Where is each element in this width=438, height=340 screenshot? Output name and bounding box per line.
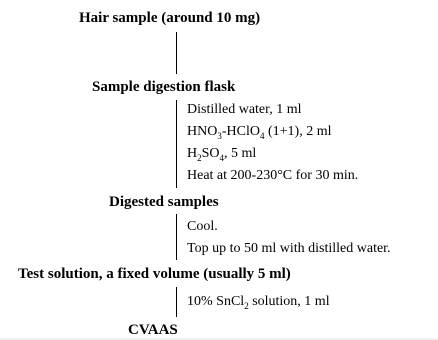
hno3-hclo4-amount: (1+1), 2 ml (264, 124, 332, 139)
step-hair-sample-title: Hair sample (around 10 mg) (79, 10, 261, 26)
h2so4-subscript-4: 4 (219, 152, 225, 163)
note-hno3-hclo4: HNO3-HClO4 (1+1), 2 ml (187, 124, 331, 140)
h2so4-text-h: H (187, 146, 198, 161)
step-cvaas-title: CVAAS (128, 322, 178, 338)
note-sncl2: 10% SnCl2 solution, 1 ml (187, 294, 330, 310)
note-cool: Cool. (187, 219, 218, 234)
connector-line (176, 287, 177, 317)
connector-line (176, 32, 177, 74)
note-top-up: Top up to 50 ml with distilled water. (187, 241, 391, 256)
note-distilled-water: Distilled water, 1 ml (187, 102, 302, 117)
sncl2-subscript: 2 (244, 300, 249, 311)
hno3-text: HNO (187, 124, 218, 139)
step-test-solution-title: Test solution, a fixed volume (usually 5… (18, 266, 291, 282)
h2so4-amount: , 5 ml (224, 146, 257, 161)
step-digestion-flask-title: Sample digestion flask (92, 79, 236, 95)
sncl2-amount: solution, 1 ml (248, 294, 330, 309)
h2so4-subscript-2: 2 (197, 152, 202, 163)
connector-line (176, 100, 177, 188)
sncl2-text: 10% SnCl (187, 294, 245, 309)
h2so4-text-so: SO (201, 146, 220, 161)
hno3-subscript: 3 (217, 130, 222, 141)
connector-line (176, 214, 177, 260)
hclo4-subscript: 4 (259, 130, 265, 141)
step-digested-samples-title: Digested samples (109, 194, 219, 210)
note-heat: Heat at 200-230°C for 30 min. (187, 168, 359, 183)
bottom-edge (0, 338, 438, 340)
hclo4-text: -HClO (221, 124, 260, 139)
note-h2so4: H2SO4, 5 ml (187, 146, 256, 162)
